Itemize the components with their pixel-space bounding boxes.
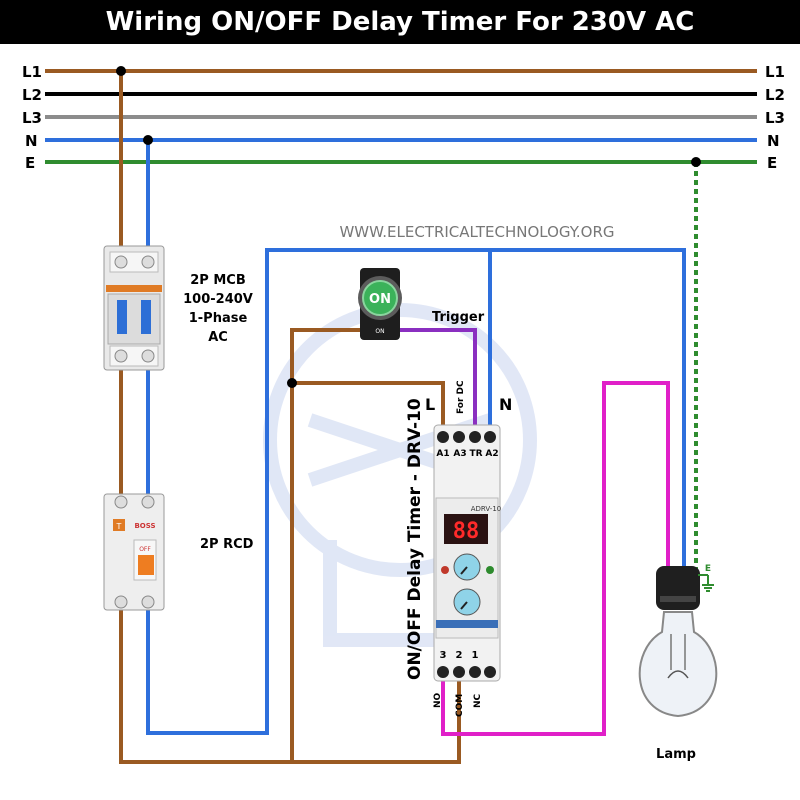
timer-supply-n: N: [499, 395, 512, 414]
timer-display-digits: 88: [453, 519, 480, 544]
lamp-label: Lamp: [656, 747, 696, 762]
bus-label-e-right: E: [767, 154, 777, 172]
junction-dot: [143, 135, 153, 145]
timer-vertical-title: ON/OFF Delay Timer - DRV-10: [405, 398, 425, 680]
timer-bottom-terminals: 3 2 1: [437, 650, 496, 678]
rcd-breaker: T BOSS OFF: [103, 493, 165, 611]
timer-module: L N For DC A1 A3 TR A2 ADRV-10 88: [425, 380, 512, 717]
bus-label-l2-right: L2: [765, 86, 785, 104]
on-button-base-label: ON: [375, 328, 384, 335]
bottom-number: 2: [456, 650, 463, 661]
wire-button-to-trigger: [400, 328, 477, 433]
timer-top-terminals: A1 A3 TR A2: [436, 431, 499, 459]
rcd-test-text: T: [116, 522, 122, 531]
bus-label-n-left: N: [25, 132, 38, 150]
bus-label-l1-left: L1: [22, 63, 42, 81]
junction-dot: [116, 66, 126, 76]
rcd-label: 2P RCD: [200, 537, 254, 552]
mcb-toggle: [117, 300, 127, 334]
timer-led: [441, 566, 449, 574]
on-button-label: ON: [369, 292, 391, 307]
lamp-bulb: [638, 611, 718, 718]
timer-display: [444, 514, 488, 544]
trigger-push-button: ON ON: [358, 268, 402, 340]
rcd-status: OFF: [139, 546, 151, 553]
mcb-label-line: 1-Phase: [189, 311, 248, 326]
contact-no: NO: [433, 692, 443, 708]
terminal-tr: TR: [469, 449, 482, 459]
lamp-holder: [656, 566, 700, 610]
on-button-face: [362, 280, 398, 316]
bottom-number: 1: [472, 650, 479, 661]
mcb-label-line: 100-240V: [183, 292, 253, 307]
bus-bars: [45, 69, 757, 164]
page-title: Wiring ON/OFF Delay Timer For 230V AC: [105, 7, 695, 37]
timer-supply-l: L: [425, 395, 435, 414]
mcb-label-line: AC: [208, 330, 228, 345]
terminal-a1: A1: [436, 449, 449, 459]
bus-label-l3-right: L3: [765, 109, 785, 127]
rcd-test-button: [113, 519, 125, 531]
contact-nc: NC: [473, 693, 483, 708]
earth-icon: [698, 574, 714, 592]
contact-com: COM: [455, 694, 465, 717]
rcd-brand: BOSS: [134, 522, 155, 530]
bottom-number: 3: [440, 650, 447, 661]
mcb-label-line: 2P MCB: [190, 273, 246, 288]
timer-model: ADRV-10: [471, 505, 501, 513]
trigger-label: Trigger: [432, 310, 485, 325]
earth-label: E: [705, 564, 711, 574]
wires: [119, 71, 698, 764]
bus-label-n-right: N: [767, 132, 780, 150]
junction-dot: [691, 157, 701, 167]
terminal-a3: A3: [453, 449, 466, 459]
bus-label-e-left: E: [25, 154, 35, 172]
junction-dots: [116, 66, 701, 388]
timer-led: [486, 566, 494, 574]
wire-live-to-a1: [292, 381, 445, 433]
lamp: E: [638, 564, 718, 718]
wire-no-to-lamp: [441, 381, 670, 736]
junction-dot: [287, 378, 297, 388]
bus-label-l3-left: L3: [22, 109, 42, 127]
mcb-breaker: [103, 245, 165, 371]
timer-for-dc: For DC: [456, 380, 466, 414]
rcd-toggle: [138, 555, 154, 575]
title-bar: Wiring ON/OFF Delay Timer For 230V AC: [0, 0, 800, 44]
website-label: WWW.ELECTRICALTECHNOLOGY.ORG: [339, 223, 614, 241]
mcb-label: 2P MCB 100-240V 1-Phase AC: [183, 273, 253, 345]
bus-label-l2-left: L2: [22, 86, 42, 104]
bus-label-l1-right: L1: [765, 63, 785, 81]
bus-labels: L1 L2 L3 N E L1 L2 L3 N E: [22, 63, 785, 172]
wire-rcd-neutral-to-timer: [146, 248, 686, 735]
mcb-toggle: [141, 300, 151, 334]
terminal-a2: A2: [485, 449, 498, 459]
wire-live-to-button: [290, 328, 360, 762]
